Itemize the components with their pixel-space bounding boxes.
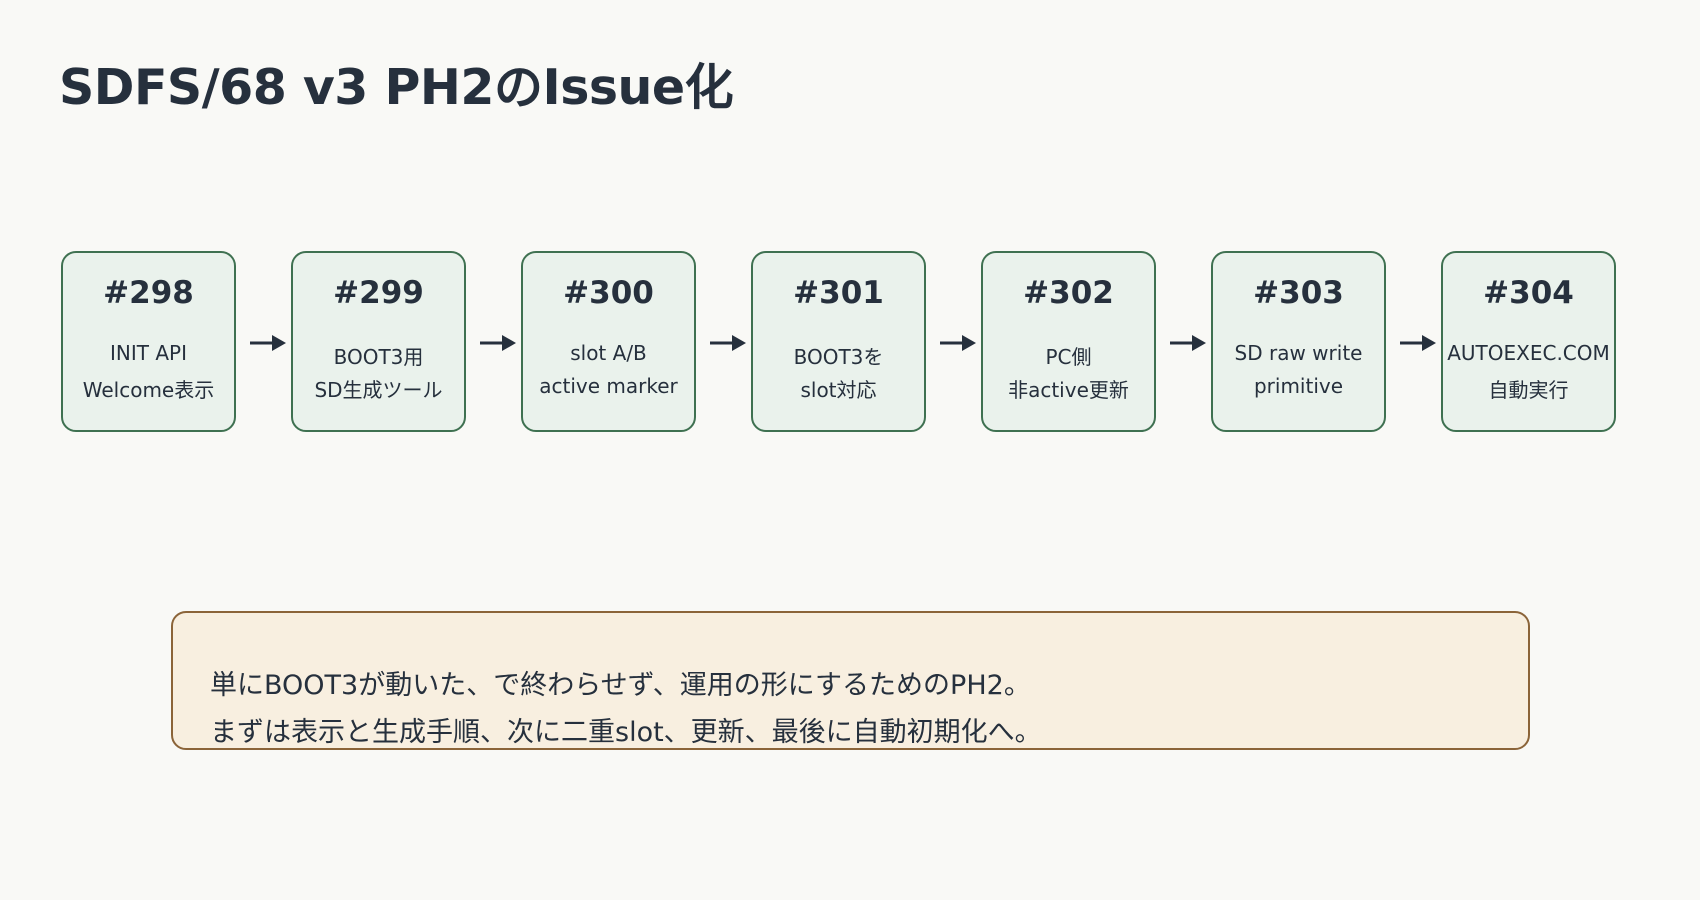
- issue-node-298: #298 INIT API Welcome表示: [61, 251, 236, 432]
- issue-number: #298: [103, 275, 194, 311]
- flow-arrow-icon: [710, 335, 746, 351]
- issue-number: #304: [1483, 275, 1574, 311]
- summary-note: 単にBOOT3が動いた、で終わらせず、運用の形にするためのPH2。 まずは表示と…: [171, 611, 1530, 750]
- issue-node-300: #300 slot A/B active marker: [521, 251, 696, 432]
- issue-title-line-1: slot A/B: [570, 341, 647, 365]
- issue-node-304: #304 AUTOEXEC.COM 自動実行: [1441, 251, 1616, 432]
- issue-title-line-2: 非active更新: [1008, 378, 1129, 402]
- issue-number: #301: [793, 275, 884, 311]
- issue-title-line-1: PC側: [1045, 345, 1092, 369]
- issue-title-line-2: slot対応: [800, 378, 877, 402]
- issue-node-303: #303 SD raw write primitive: [1211, 251, 1386, 432]
- issue-title-line-2: 自動実行: [1488, 378, 1569, 402]
- issue-title-line-1: SD raw write: [1234, 341, 1363, 365]
- flow-arrow-icon: [480, 335, 516, 351]
- issue-number: #300: [563, 275, 654, 311]
- issue-title-line-1: INIT API: [110, 341, 187, 365]
- issue-node-301: #301 BOOT3を slot対応: [751, 251, 926, 432]
- page-title: SDFS/68 v3 PH2のIssue化: [59, 59, 734, 116]
- issue-node-299: #299 BOOT3用 SD生成ツール: [291, 251, 466, 432]
- issue-number: #302: [1023, 275, 1114, 311]
- summary-line-2: まずは表示と生成手順、次に二重slot、更新、最後に自動初期化へ。: [210, 717, 1042, 748]
- issue-title-line-1: BOOT3用: [333, 345, 424, 369]
- issue-number: #303: [1253, 275, 1344, 311]
- issue-title-line-2: active marker: [539, 374, 678, 398]
- flow-arrow-icon: [250, 335, 286, 351]
- issue-title-line-2: primitive: [1253, 374, 1344, 398]
- flow-arrow-icon: [940, 335, 976, 351]
- summary-line-1: 単にBOOT3が動いた、で終わらせず、運用の形にするためのPH2。: [210, 670, 1031, 701]
- issue-title-line-2: Welcome表示: [82, 378, 215, 402]
- issue-node-302: #302 PC側 非active更新: [981, 251, 1156, 432]
- flow-arrow-icon: [1400, 335, 1436, 351]
- issue-title-line-2: SD生成ツール: [314, 378, 443, 402]
- issue-number: #299: [333, 275, 424, 311]
- flow-arrow-icon: [1170, 335, 1206, 351]
- issue-title-line-1: BOOT3を: [793, 345, 884, 369]
- issue-title-line-1: AUTOEXEC.COM: [1447, 341, 1610, 365]
